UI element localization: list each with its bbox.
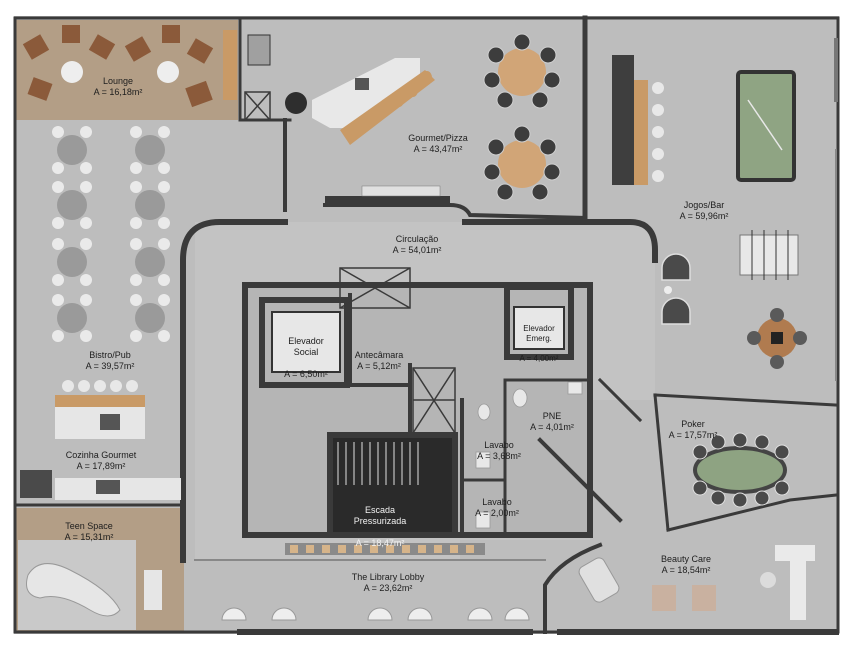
room-area: A = 2,00m² bbox=[475, 508, 519, 518]
room-name: Cozinha Gourmet bbox=[65, 450, 137, 460]
cozinha-furniture bbox=[20, 380, 181, 500]
room-label-elevador-social: Elevador Social A = 6,50m² bbox=[284, 325, 328, 391]
bistro-furniture bbox=[52, 126, 170, 342]
room-area: A = 39,57m² bbox=[85, 361, 135, 371]
room-area: A = 4,01m² bbox=[530, 422, 574, 432]
room-name: Poker bbox=[681, 419, 705, 429]
jogos-furniture bbox=[612, 55, 807, 369]
elevator-emerg-car bbox=[513, 306, 565, 350]
room-label-antecamara: Antecâmara A = 5,12m² bbox=[355, 350, 404, 372]
room-name: Teen Space bbox=[65, 521, 113, 531]
library-furniture bbox=[221, 543, 530, 621]
room-label-bistro: Bistro/Pub A = 39,57m² bbox=[86, 350, 135, 372]
room-area: A = 15,31m² bbox=[64, 532, 114, 542]
room-name: The Library Lobby bbox=[351, 572, 425, 582]
room-area: A = 17,89m² bbox=[76, 461, 126, 471]
room-area: A = 54,01m² bbox=[392, 245, 442, 255]
teen-furniture bbox=[18, 540, 162, 630]
room-area: A = 43,47m² bbox=[413, 144, 463, 154]
room-area: A = 6,50m² bbox=[284, 369, 328, 379]
room-name: Lounge bbox=[102, 76, 134, 86]
room-label-elevador-emerg: Elevador Emerg. A = 4,00m² bbox=[520, 314, 559, 374]
room-area: A = 3,68m² bbox=[477, 451, 521, 461]
room-name: Circulação bbox=[395, 234, 439, 244]
room-label-circulacao: Circulação A = 54,01m² bbox=[393, 234, 442, 256]
room-area: A = 23,62m² bbox=[363, 583, 413, 593]
room-name: Jogos/Bar bbox=[683, 200, 725, 210]
room-name: Antecâmara bbox=[354, 350, 404, 360]
shaft-crosses bbox=[244, 91, 456, 434]
room-area: A = 59,96m² bbox=[679, 211, 729, 221]
room-label-lounge: Lounge A = 16,18m² bbox=[94, 76, 143, 98]
stair-treads bbox=[333, 438, 452, 532]
room-name: Lavabo bbox=[484, 440, 514, 450]
room-name: Elevador Social bbox=[288, 336, 324, 357]
room-label-lavabo-2: Lavabo A = 2,00m² bbox=[475, 497, 519, 519]
room-area: A = 5,12m² bbox=[357, 361, 401, 371]
room-label-pne: PNE A = 4,01m² bbox=[530, 411, 574, 433]
room-area: A = 18,47m² bbox=[355, 538, 405, 548]
room-label-escada: Escada Pressurizada A = 18,47m² bbox=[354, 494, 407, 560]
lounge-furniture bbox=[22, 25, 237, 108]
room-name: Lavabo bbox=[482, 497, 512, 507]
lounge-wood-floor bbox=[16, 20, 238, 120]
room-area: A = 18,54m² bbox=[661, 565, 711, 575]
room-label-lavabo-1: Lavabo A = 3,68m² bbox=[477, 440, 521, 462]
room-area: A = 4,00m² bbox=[519, 354, 559, 363]
room-label-gourmet: Gourmet/Pizza A = 43,47m² bbox=[408, 133, 468, 155]
room-label-beauty: Beauty Care A = 18,54m² bbox=[661, 554, 711, 576]
bathroom-fixtures bbox=[475, 381, 583, 529]
room-name: Elevador Emerg. bbox=[523, 324, 555, 343]
room-label-teen: Teen Space A = 15,31m² bbox=[65, 521, 114, 543]
room-name: Bistro/Pub bbox=[89, 350, 131, 360]
room-label-cozinha: Cozinha Gourmet A = 17,89m² bbox=[66, 450, 137, 472]
room-label-library: The Library Lobby A = 23,62m² bbox=[352, 572, 425, 594]
beauty-furniture bbox=[578, 545, 815, 620]
room-name: Escada Pressurizada bbox=[353, 505, 407, 526]
poker-furniture bbox=[692, 432, 790, 508]
room-area: A = 16,18m² bbox=[93, 87, 143, 97]
elevator-social-car bbox=[271, 311, 341, 373]
room-label-poker: Poker A = 17,57m² bbox=[669, 419, 718, 441]
room-area: A = 17,57m² bbox=[668, 430, 718, 440]
gourmet-furniture bbox=[247, 33, 561, 204]
room-name: Beauty Care bbox=[660, 554, 712, 564]
room-label-jogos: Jogos/Bar A = 59,96m² bbox=[680, 200, 729, 222]
room-name: Gourmet/Pizza bbox=[408, 133, 468, 143]
walls bbox=[13, 15, 840, 635]
room-name: PNE bbox=[542, 411, 562, 421]
